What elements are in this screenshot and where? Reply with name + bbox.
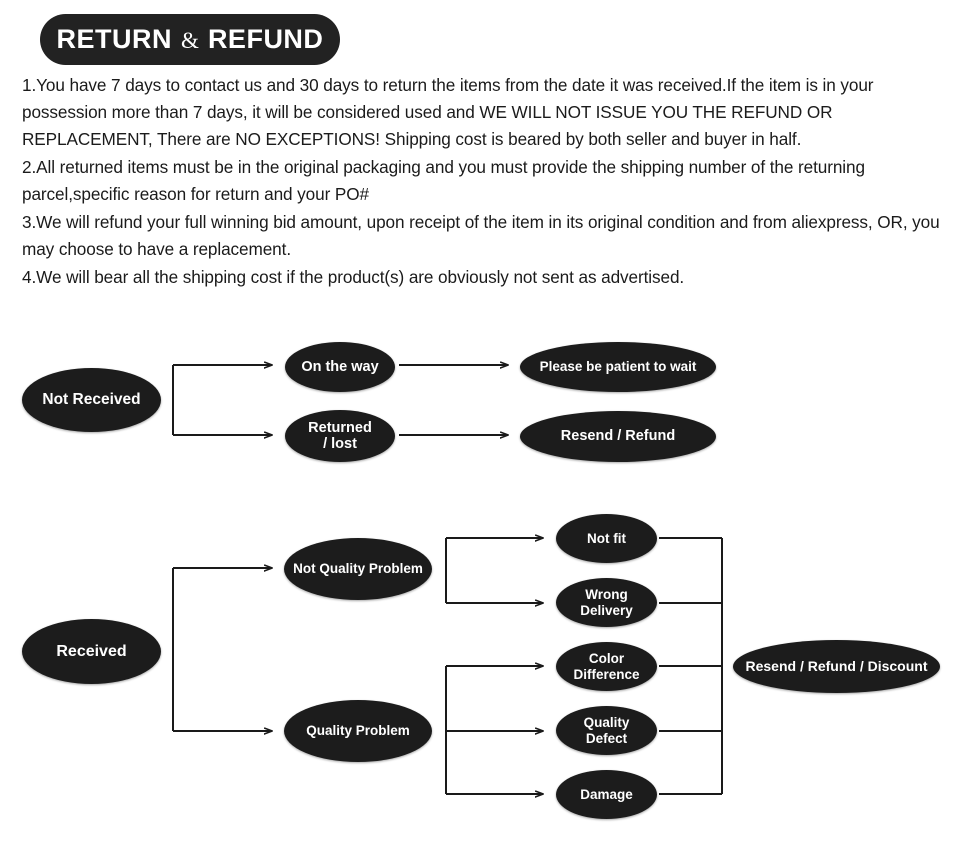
- node-label: Quality Problem: [306, 723, 410, 739]
- node-color-difference: Color Difference: [556, 642, 657, 691]
- title-word-refund: REFUND: [207, 24, 324, 54]
- node-not-received: Not Received: [22, 368, 161, 432]
- node-label-line2: Delivery: [580, 602, 633, 618]
- node-label: Damage: [580, 786, 633, 802]
- node-resend-refund: Resend / Refund: [520, 411, 716, 462]
- node-label: Resend / Refund: [560, 428, 676, 445]
- title-ampersand: &: [181, 28, 199, 53]
- node-please-be-patient-to-wait: Please be patient to wait: [520, 342, 716, 392]
- node-label: Not Received: [42, 391, 141, 409]
- node-label-line2: / lost: [323, 436, 357, 452]
- node-on-the-way: On the way: [285, 342, 395, 392]
- node-label-line1: Wrong: [585, 587, 628, 603]
- node-damage: Damage: [556, 770, 657, 819]
- node-label: Not Quality Problem: [293, 561, 423, 577]
- node-label: Resend / Refund / Discount: [745, 657, 928, 674]
- node-wrong-delivery: Wrong Delivery: [556, 578, 657, 627]
- title-word-return: RETURN: [56, 24, 173, 54]
- node-label-line1: Color: [588, 651, 625, 667]
- node-resend-refund-discount: Resend / Refund / Discount: [733, 640, 940, 693]
- node-label-line1: Quality: [583, 715, 630, 731]
- node-label-line1: Returned: [308, 419, 372, 436]
- node-label: On the way: [301, 358, 379, 375]
- policy-paragraph-1: 1.You have 7 days to contact us and 30 d…: [22, 75, 874, 149]
- policy-text-block: 1.You have 7 days to contact us and 30 d…: [22, 72, 946, 292]
- node-label-line2: Difference: [573, 666, 640, 682]
- node-returned-lost: Returned / lost: [285, 410, 395, 462]
- node-quality-defect: Quality Defect: [556, 706, 657, 755]
- policy-paragraph-4: 4.We will bear all the shipping cost if …: [22, 267, 685, 287]
- node-label: Not fit: [587, 530, 626, 546]
- node-label: Received: [56, 642, 127, 660]
- node-label: Please be patient to wait: [539, 359, 697, 375]
- node-label-line2: Defect: [585, 730, 628, 746]
- page-title-pill: RETURN & REFUND: [40, 14, 340, 65]
- policy-paragraph-3: 3.We will refund your full winning bid a…: [22, 212, 940, 259]
- node-not-fit: Not fit: [556, 514, 657, 563]
- node-received: Received: [22, 619, 161, 684]
- node-not-quality-problem: Not Quality Problem: [284, 538, 432, 600]
- node-quality-problem: Quality Problem: [284, 700, 432, 762]
- policy-paragraph-2: 2.All returned items must be in the orig…: [22, 157, 865, 204]
